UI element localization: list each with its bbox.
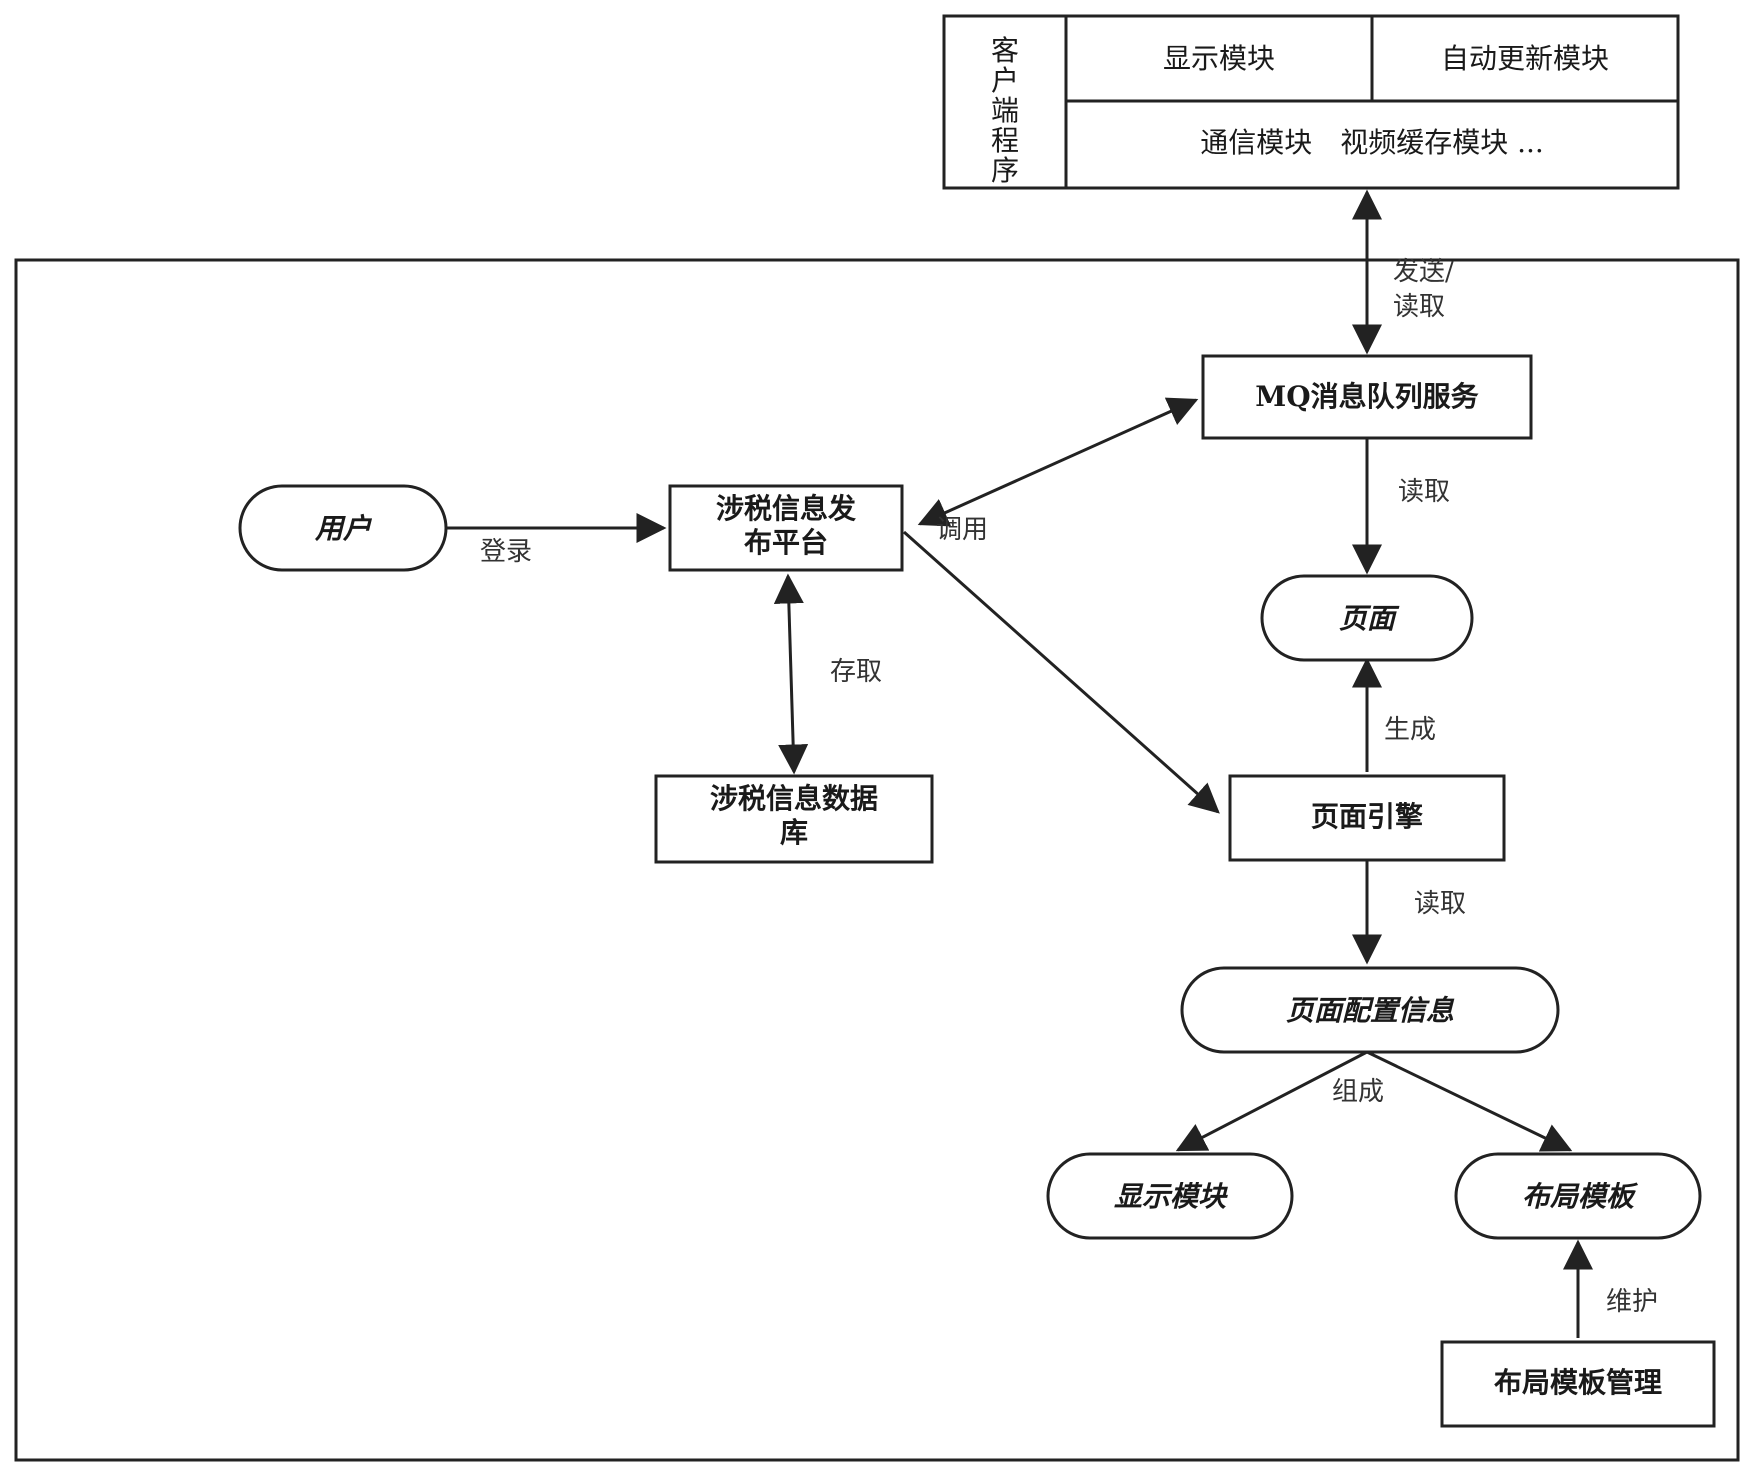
client-title-char-5: 序 [991,154,1019,187]
edge-platform-database [773,573,809,775]
edge-label-mq-read: 读取 [1398,477,1450,507]
node-page: 页面 [1260,574,1474,662]
client-title-char-4: 程 [991,124,1019,157]
client-title-char-3: 端 [991,94,1019,127]
node-database-label-line1: 涉税信息数据 [710,782,878,815]
edge-config-display-module [1175,1050,1368,1152]
node-platform-label-line2: 布平台 [744,526,828,559]
node-display-module: 显示模块 [1046,1152,1294,1240]
node-display-module-label: 显示模块 [1114,1180,1228,1213]
node-layout-template-mgmt: 布局模板管理 [1440,1340,1716,1428]
client-auto-update-module-label: 自动更新模块 [1441,42,1609,75]
node-page-label: 页面 [1339,602,1400,635]
edge-label-generate: 生成 [1384,715,1436,745]
node-user-label: 用户 [314,512,373,545]
edge-label-engine-read: 读取 [1414,889,1466,919]
node-tax-info-database: 涉税信息数据 库 [654,774,934,864]
node-page-engine: 页面引擎 [1228,774,1506,862]
node-page-config: 页面配置信息 [1180,966,1560,1054]
node-mq-label: MQ消息队列服务 [1255,380,1478,413]
edge-label-compose: 组成 [1332,1077,1384,1107]
node-layout-template: 布局模板 [1454,1152,1702,1240]
client-program-block: 客 户 端 程 序 显示模块 自动更新模块 通信模块 视频缓存模块 ... [942,14,1680,190]
client-title-char-2: 户 [991,64,1019,97]
edge-platform-engine [903,530,1220,814]
client-comm-video-modules-label: 通信模块 视频缓存模块 ... [1200,126,1544,159]
client-display-module-label: 显示模块 [1163,42,1275,75]
node-tax-info-platform: 涉税信息发 布平台 [668,484,904,572]
edge-label-login: 登录 [480,537,532,567]
edge-config-layout-template [1366,1050,1573,1152]
edge-label-access: 存取 [830,657,882,687]
edge-platform-mq [917,397,1199,527]
node-layout-template-label: 布局模板 [1522,1180,1639,1213]
edge-label-send-read-2: 读取 [1393,292,1445,322]
node-database-label-line2: 库 [780,816,808,849]
node-page-config-label: 页面配置信息 [1286,994,1455,1027]
client-title-char-1: 客 [991,34,1019,67]
edge-label-maintain: 维护 [1606,1287,1658,1317]
edge-label-invoke: 调用 [936,515,988,545]
edge-label-send-read-1: 发送/ [1393,257,1454,287]
node-user: 用户 [238,484,448,572]
node-mq-service: MQ消息队列服务 [1201,354,1533,440]
node-platform-label-line1: 涉税信息发 [716,492,856,525]
node-engine-label: 页面引擎 [1311,800,1423,833]
node-layout-mgmt-label: 布局模板管理 [1494,1366,1662,1399]
